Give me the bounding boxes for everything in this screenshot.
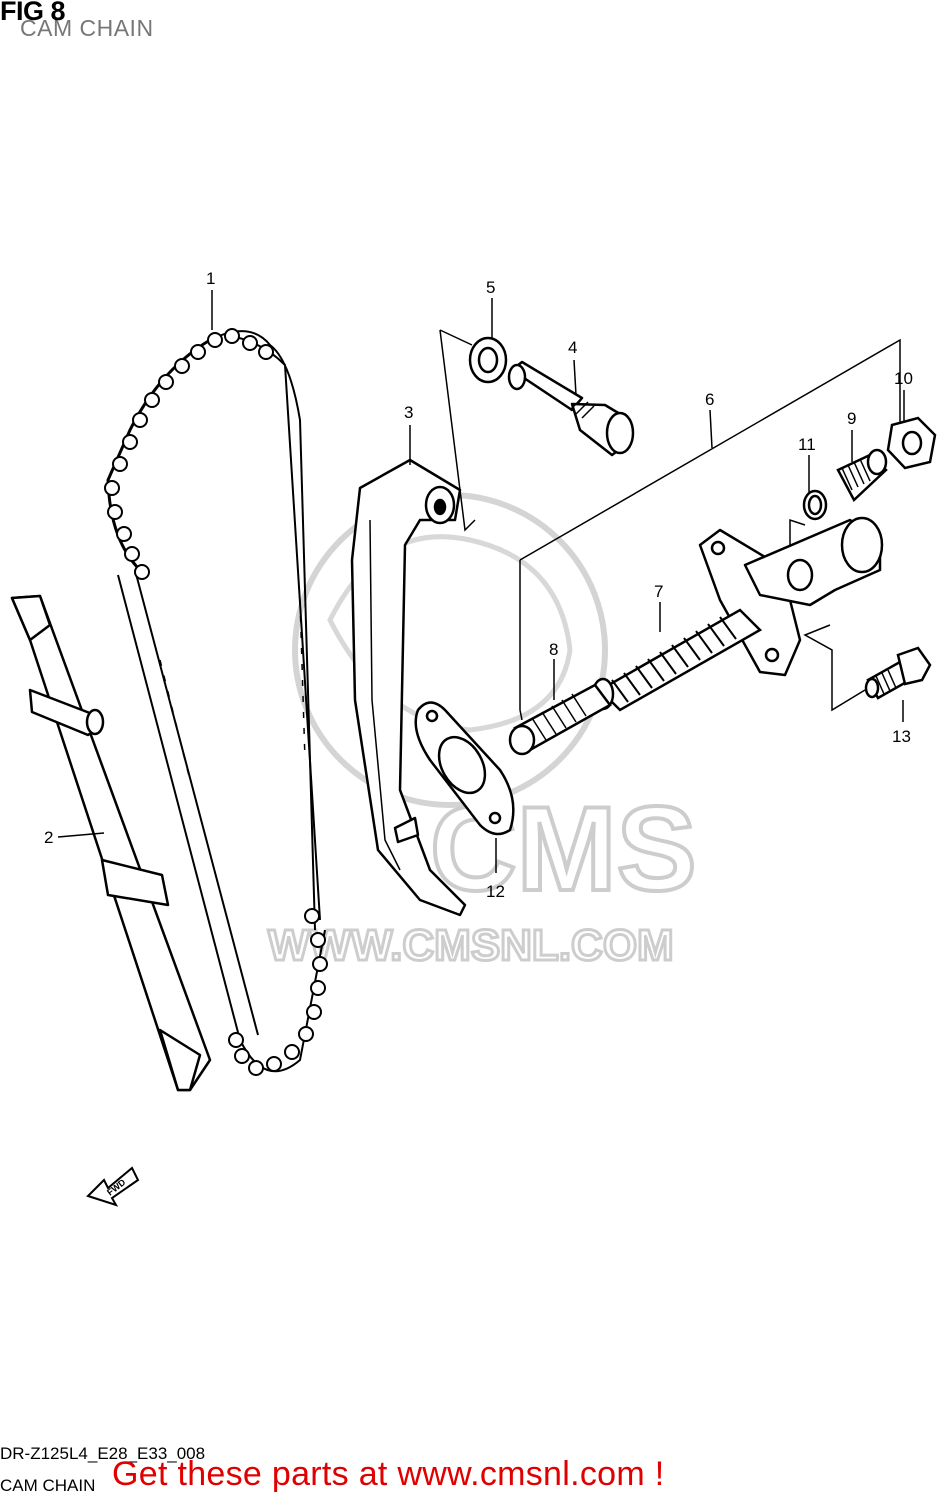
figure-title: FIG 8	[0, 0, 66, 26]
callout-6: 6	[705, 390, 714, 409]
tensioner-spring	[591, 608, 763, 712]
cap-nut	[886, 416, 937, 470]
callout-labels: 1 2 3 4 5 6 7 8 9 10 11 12 13	[44, 269, 913, 901]
diagram-caption: CAM CHAIN	[0, 1476, 96, 1495]
callout-5: 5	[486, 278, 495, 297]
gasket	[414, 701, 515, 836]
parts-link[interactable]: Get these parts at www.cmsnl.com !	[112, 1455, 665, 1493]
callout-2: 2	[44, 828, 53, 847]
mounting-bolt	[864, 646, 932, 700]
cms-watermark: CMS WWW.CMSNL.COM	[267, 492, 699, 972]
diagram-code: DR-Z125L4_E28_E33_008	[0, 1444, 206, 1463]
callout-10: 10	[894, 369, 913, 388]
callout-1: 1	[206, 269, 215, 288]
tensioner-plunger	[508, 683, 612, 756]
tensioner-arm	[350, 458, 467, 917]
callout-11: 11	[798, 435, 816, 454]
cam-chain	[104, 328, 328, 1076]
callout-4: 4	[568, 338, 577, 357]
callout-7: 7	[654, 582, 663, 601]
callout-8: 8	[549, 640, 558, 659]
callout-12: 12	[486, 882, 505, 901]
assembly-lines	[439, 329, 901, 721]
watermark-url: WWW.CMSNL.COM	[268, 921, 674, 970]
parts-diagram: CMS WWW.CMSNL.COM	[10, 269, 937, 1207]
washer	[468, 336, 508, 384]
callout-leaders	[57, 290, 905, 873]
adjuster-screw	[836, 448, 888, 503]
fwd-arrow-icon: FWD	[86, 1166, 140, 1207]
figure-subtitle: CAM CHAIN	[20, 15, 154, 41]
callout-3: 3	[404, 403, 413, 422]
callout-13: 13	[892, 727, 911, 746]
o-ring	[802, 489, 828, 521]
tensioner-body	[698, 516, 884, 677]
chain-guide	[10, 594, 212, 1092]
callout-9: 9	[847, 409, 856, 428]
pivot-bolt	[507, 360, 635, 457]
